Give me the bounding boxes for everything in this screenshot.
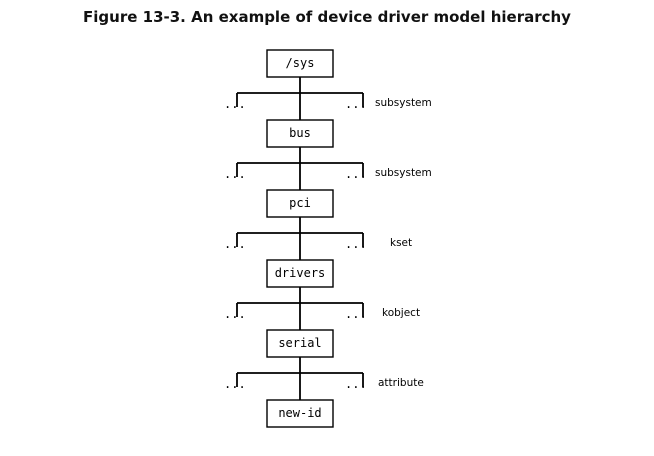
- node-box: [266, 49, 334, 78]
- node-box: [266, 329, 334, 358]
- hierarchy-node: bus: [266, 119, 334, 148]
- node-label: pci: [289, 196, 311, 210]
- ellipsis-left: ...: [224, 97, 246, 111]
- node-label: drivers: [275, 266, 326, 280]
- ellipsis-right: ...: [345, 377, 367, 391]
- level-label: attribute: [378, 377, 424, 389]
- node-box: [266, 119, 334, 148]
- level-label: kset: [390, 237, 412, 249]
- node-label: /sys: [286, 56, 315, 70]
- node-box: [266, 399, 334, 428]
- ellipsis-right: ...: [345, 307, 367, 321]
- ellipsis-right: ...: [345, 97, 367, 111]
- hierarchy-node: drivers: [266, 259, 334, 288]
- node-box: [266, 259, 334, 288]
- node-label: bus: [289, 126, 311, 140]
- hierarchy-node: serial: [266, 329, 334, 358]
- node-label: new-id: [278, 406, 321, 420]
- level-label: kobject: [382, 307, 420, 319]
- ellipsis-right: ...: [345, 167, 367, 181]
- hierarchy-node: new-id: [266, 399, 334, 428]
- ellipsis-left: ...: [224, 167, 246, 181]
- node-label: serial: [278, 336, 321, 350]
- ellipsis-right: ...: [345, 237, 367, 251]
- level-label: subsystem: [375, 167, 432, 179]
- figure-caption: Figure 13-3. An example of device driver…: [83, 8, 571, 26]
- hierarchy-node: pci: [266, 189, 334, 218]
- ellipsis-left: ...: [224, 377, 246, 391]
- level-label: subsystem: [375, 97, 432, 109]
- ellipsis-left: ...: [224, 307, 246, 321]
- ellipsis-left: ...: [224, 237, 246, 251]
- node-box: [266, 189, 334, 218]
- hierarchy-node: /sys: [266, 49, 334, 78]
